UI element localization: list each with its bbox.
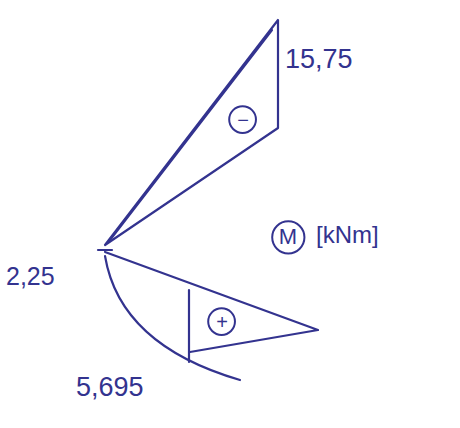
max-ordinate	[188, 290, 190, 362]
sign-text: +	[207, 312, 236, 332]
sign-text: −	[228, 110, 257, 130]
positive-triangle	[105, 252, 318, 352]
negative-triangle	[105, 20, 278, 245]
value-label: 15,75	[285, 44, 353, 75]
value-label: 5,695	[76, 372, 144, 403]
value-label: [kNm]	[316, 221, 379, 249]
circled-sign: −	[228, 105, 257, 134]
parabola	[105, 256, 240, 380]
circled-sign: M	[271, 220, 306, 255]
value-label: 2,25	[6, 262, 55, 291]
ink-stroke	[110, 30, 272, 240]
sign-text: M	[271, 226, 306, 248]
circled-sign: +	[207, 307, 236, 336]
zero-point	[98, 249, 112, 251]
